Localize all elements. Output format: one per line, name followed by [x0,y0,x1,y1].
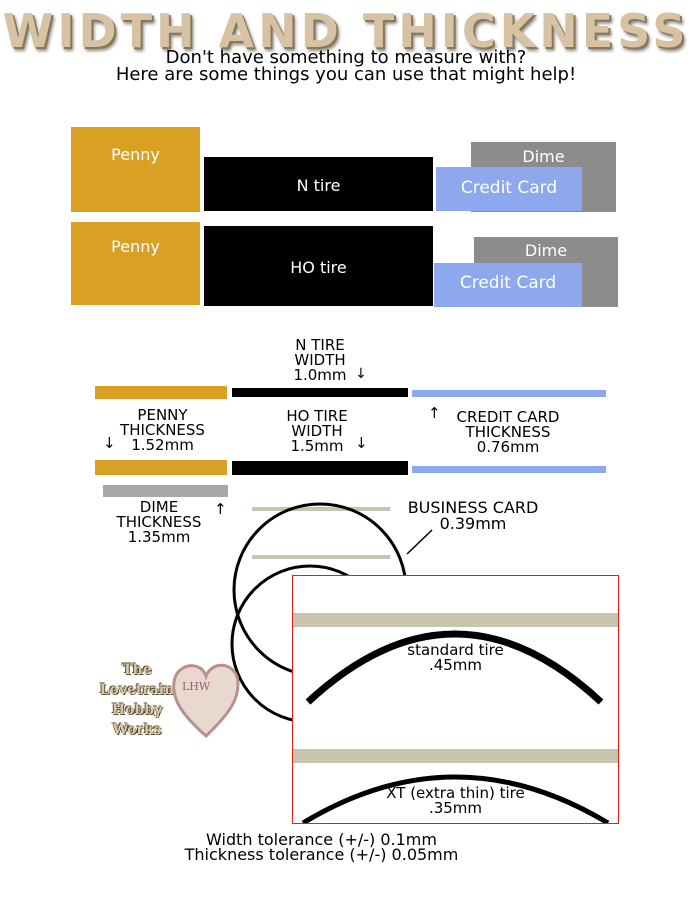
credit-card-label: Credit Card [459,273,557,293]
n-tire-swatch: N tire [204,157,433,211]
down-arrow-icon: ↓ [103,434,116,452]
ho-tire-bar [232,461,408,475]
dime-thickness-label: DIME THICKNESS 1.35mm [116,498,202,546]
standard-tire-arc [305,630,604,705]
n-tire-label: N tire [296,176,341,195]
heart-badge-icon: LHW [172,663,240,739]
subtitle-line-1: Don't have something to measure with? [165,47,527,68]
lovetrain-logo: The Lovetrain Hobby Works [99,662,175,738]
n-tire-bar [232,388,408,397]
business-card-label: BUSINESS CARD 0.39mm [407,498,539,533]
credit-card-swatch: Credit Card [436,167,582,211]
dime-label: Dime [524,241,568,260]
ho-tire-label: HO tire [290,258,347,277]
xt-tire-label: XT (extra thin) tire .35mm [386,784,525,817]
credit-card-bar-top [412,390,606,397]
width-tolerance: Width tolerance (+/-) 0.1mm [206,830,437,849]
page-title: WIDTH AND THICKNESS [2,4,690,58]
zoom-detail-box: standard tire .45mm XT (extra thin) tire… [292,575,619,824]
subtitle-line-2: Here are some things you can use that mi… [115,64,577,85]
dime-bar [103,485,228,497]
credit-card-label: Credit Card [460,178,558,198]
penny-label: Penny [111,145,160,164]
down-arrow-icon: ↓ [355,366,367,382]
standard-tire-label: standard tire .45mm [407,641,504,674]
dime-label: Dime [522,147,565,166]
up-arrow-icon: ↑ [428,404,441,422]
xt-tire-arc [301,774,610,823]
thickness-tolerance: Thickness tolerance (+/-) 0.05mm [184,845,459,864]
penny-swatch: Penny [71,222,200,305]
penny-label: Penny [111,237,160,256]
business-card-strip-zoom [293,613,618,627]
penny-swatch: Penny [71,127,200,212]
svg-text:LHW: LHW [182,680,211,693]
ho-tire-width-label: HO TIRE WIDTH 1.5mm [286,407,348,455]
business-card-strip-zoom [293,749,618,763]
penny-bar-bottom [95,460,227,475]
credit-card-thickness-label: CREDIT CARD THICKNESS 0.76mm [456,408,560,456]
n-tire-width-label: N TIRE WIDTH 1.0mm [293,336,347,384]
down-arrow-icon: ↓ [355,434,368,452]
penny-thickness-label: PENNY THICKNESS 1.52mm [120,406,205,454]
up-arrow-icon: ↑ [214,500,227,518]
business-card-pointer [406,529,433,555]
penny-bar-top [95,386,227,399]
credit-card-bar-bottom [412,466,606,473]
ho-tire-swatch: HO tire [204,226,433,306]
credit-card-swatch: Credit Card [434,263,582,307]
